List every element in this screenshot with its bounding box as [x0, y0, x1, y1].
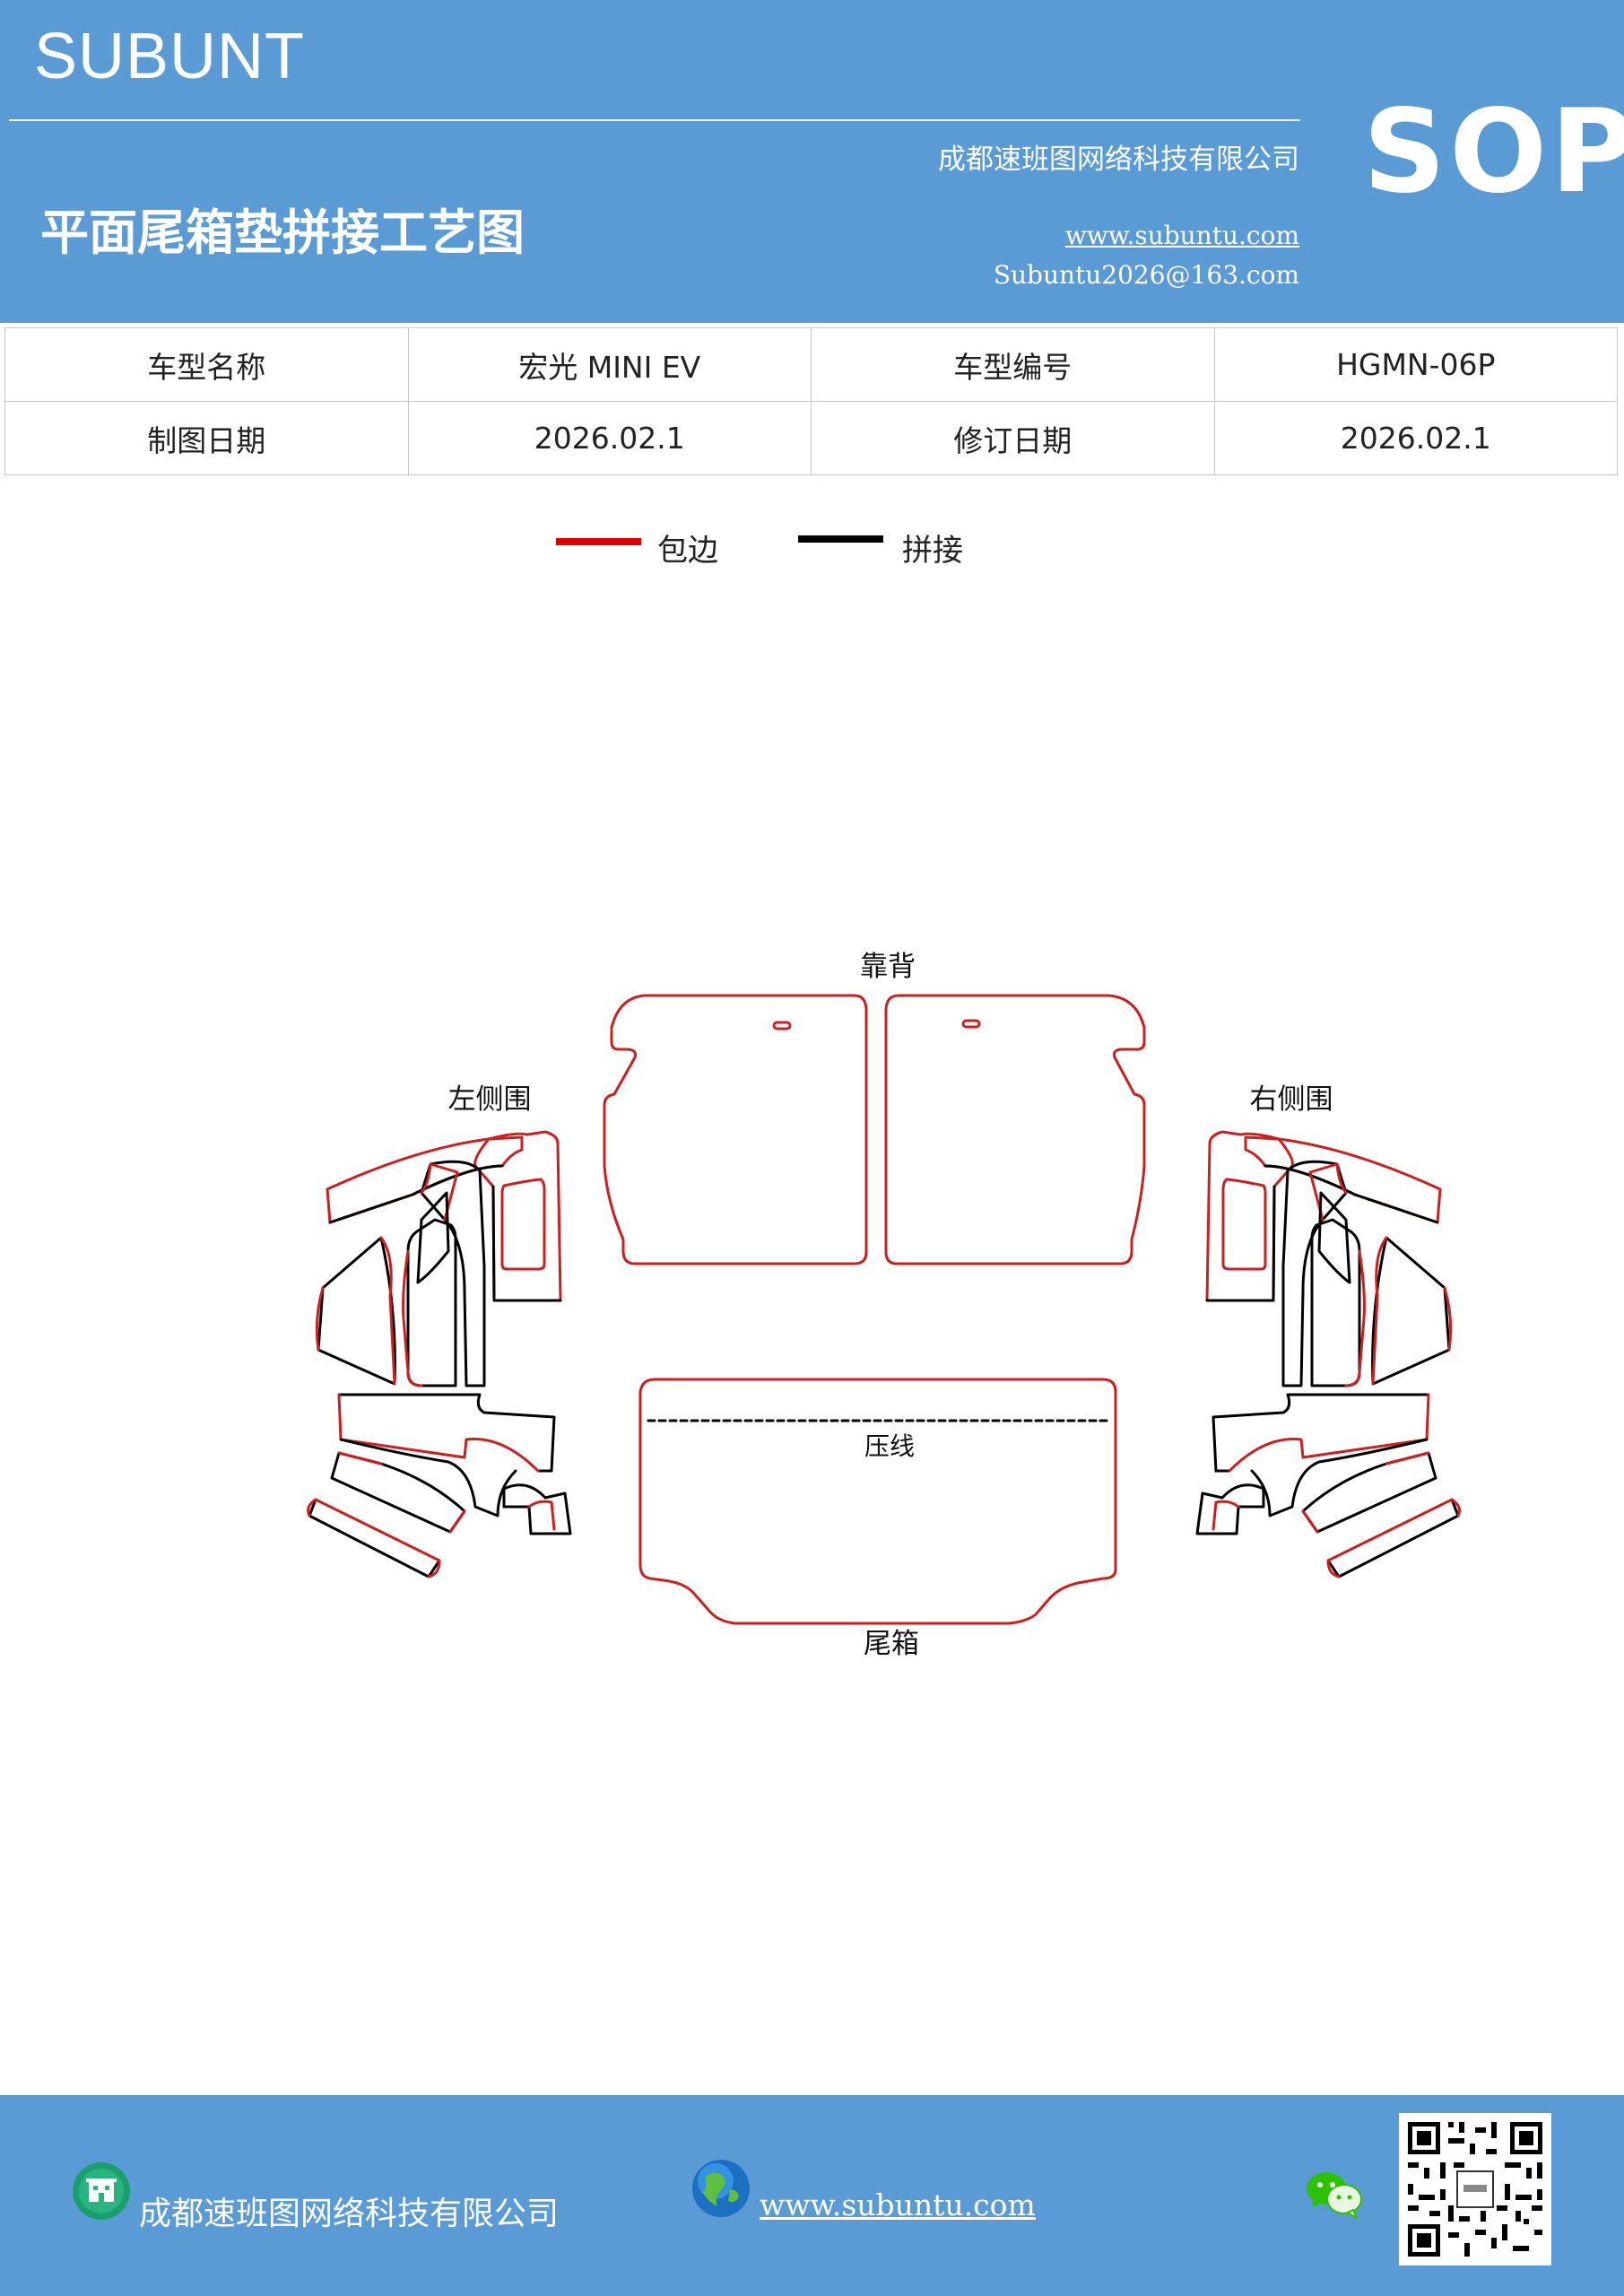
label-crease: 压线: [864, 1431, 915, 1461]
brand-name: SUBUNT: [34, 21, 306, 92]
trunk-panel: [638, 1378, 1117, 1625]
legend-swatch-seam: [798, 535, 883, 543]
table-cell: 制图日期: [4, 401, 409, 475]
footer-website-link[interactable]: www.subuntu.com: [760, 2187, 1036, 2222]
table-row: 制图日期 2026.02.1 修订日期 2026.02.1: [4, 401, 1618, 475]
table-cell: HGMN-06P: [1213, 327, 1618, 402]
table-cell: 车型名称: [4, 327, 409, 402]
mat-layout-diagram: 靠背 左侧围 右侧围 压线 尾箱: [307, 951, 1461, 1660]
legend-swatch-binding: [556, 538, 641, 545]
right-side-cover: [1195, 1130, 1461, 1578]
sop-badge: SOP: [1363, 85, 1624, 219]
building-icon: [73, 2162, 130, 2220]
table-row: 车型名称 宏光 MINI EV 车型编号 HGMN-06P: [4, 327, 1618, 402]
backrest-left-panel: [603, 994, 868, 1265]
table-cell: 修订日期: [811, 401, 1215, 475]
label-right-side: 右侧围: [1250, 1083, 1333, 1116]
website-link[interactable]: www.subuntu.com: [1064, 221, 1299, 250]
info-table: 车型名称 宏光 MINI EV 车型编号 HGMN-06P 制图日期 2026.…: [4, 327, 1618, 475]
qr-code: [1399, 2113, 1551, 2266]
footer-company-name: 成都速班图网络科技有限公司: [139, 2196, 560, 2232]
backrest-left-slot: [772, 1021, 792, 1031]
footer-banner: 成都速班图网络科技有限公司 www.subuntu.com: [0, 2095, 1624, 2296]
email-address: Subuntu2026@163.com: [993, 260, 1299, 290]
label-trunk: 尾箱: [864, 1628, 919, 1660]
company-name: 成都速班图网络科技有限公司: [938, 144, 1299, 176]
table-cell: 宏光 MINI EV: [407, 327, 812, 402]
table-cell: 车型编号: [811, 327, 1215, 402]
backrest-right-slot: [961, 1019, 981, 1029]
label-backrest: 靠背: [860, 951, 916, 983]
label-left-side: 左侧围: [448, 1083, 532, 1116]
document-title: 平面尾箱垫拼接工艺图: [40, 204, 525, 261]
header-divider: [9, 119, 1300, 121]
legend-label-binding: 包边: [657, 533, 718, 569]
table-cell: 2026.02.1: [1213, 401, 1618, 475]
backrest-right-panel: [884, 994, 1146, 1265]
header-banner: SUBUNT SOP 成都速班图网络科技有限公司 平面尾箱垫拼接工艺图 www.…: [0, 0, 1624, 323]
left-side-cover: [307, 1130, 572, 1578]
globe-icon: [692, 2160, 750, 2217]
legend-label-seam: 拼接: [902, 533, 963, 569]
table-cell: 2026.02.1: [407, 401, 812, 475]
wechat-icon: [1307, 2172, 1362, 2221]
